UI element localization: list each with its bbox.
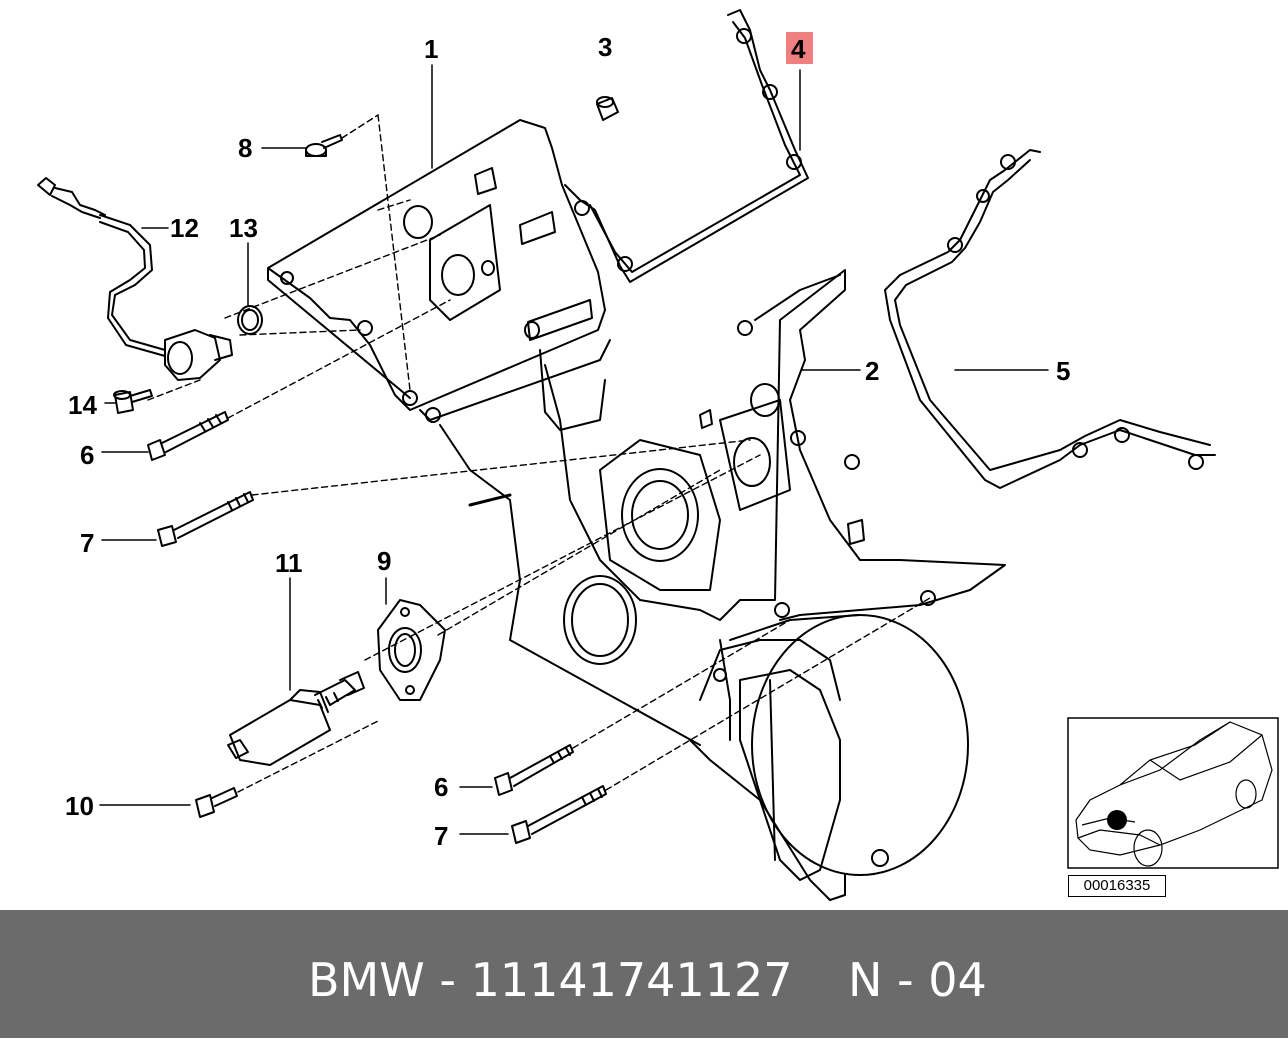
gasket-5 <box>884 149 1216 489</box>
callout-6-upper: 6 <box>80 440 94 470</box>
callout-4-highlight <box>786 32 813 64</box>
bolt-6-upper <box>147 411 229 461</box>
lower-timing-cover <box>439 269 1006 746</box>
sensor-cable-12 <box>37 177 233 381</box>
leader-lines <box>99 64 1049 835</box>
callout-6-lower: 6 <box>434 772 448 802</box>
callout-10: 10 <box>65 791 94 821</box>
bolt-7-lower <box>511 785 607 844</box>
callout-5: 5 <box>1056 356 1070 386</box>
gasket-4 <box>564 9 809 283</box>
callout-labels: 1 2 3 4 5 6 6 7 7 8 9 10 11 12 13 14 <box>65 32 1070 851</box>
callout-14: 14 <box>68 390 97 420</box>
diagram-position-text: N - 04 <box>848 953 987 1007</box>
callout-12: 12 <box>170 213 199 243</box>
bolt-7-upper <box>157 491 254 547</box>
bolt-6-lower <box>494 744 574 796</box>
callout-9: 9 <box>377 546 391 576</box>
assembly-lines <box>147 114 931 793</box>
bolt-8 <box>305 134 343 157</box>
vehicle-thumbnail <box>1067 717 1279 869</box>
o-ring-13 <box>237 305 263 335</box>
part-number-text: BMW - 11141741127 <box>308 953 793 1007</box>
location-marker-icon <box>1107 810 1127 830</box>
flange-9 <box>377 599 446 701</box>
parts-diagram: 1 2 3 4 5 6 6 7 7 8 9 10 11 12 13 14 <box>37 9 1279 901</box>
callout-13: 13 <box>229 213 258 243</box>
part-3-bush <box>596 96 619 121</box>
bell-housing <box>689 614 969 901</box>
bolt-14 <box>113 389 153 414</box>
footer-bar: BMW - 11141741127 N - 04 <box>0 910 1288 1038</box>
callout-4: 4 <box>791 34 806 64</box>
callout-2: 2 <box>865 356 879 386</box>
callout-8: 8 <box>238 133 252 163</box>
bolt-10 <box>195 787 238 818</box>
callout-1: 1 <box>424 34 438 64</box>
upper-timing-cover <box>267 119 611 423</box>
solenoid-valve-11 <box>227 671 365 766</box>
callout-7-upper: 7 <box>80 528 94 558</box>
callout-7-lower: 7 <box>434 821 448 851</box>
callout-3: 3 <box>598 32 612 62</box>
reference-number: 00016335 <box>1068 875 1166 897</box>
callout-11: 11 <box>275 548 303 578</box>
